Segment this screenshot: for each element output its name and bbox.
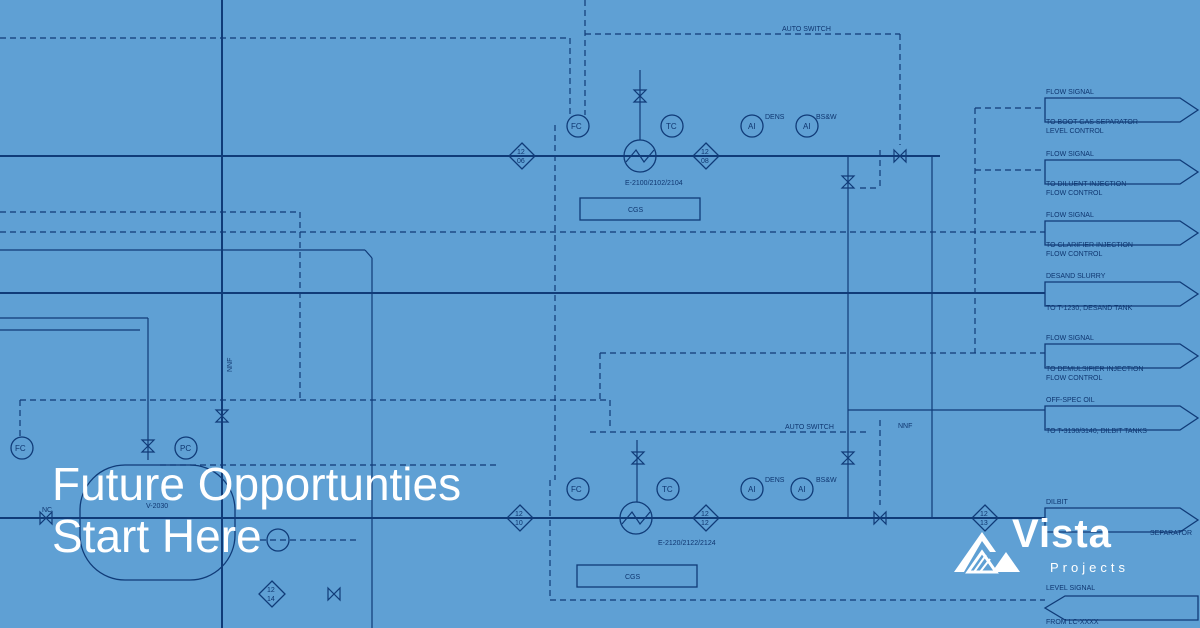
svg-text:TO DEMULSIFIER INJECTION: TO DEMULSIFIER INJECTION: [1046, 366, 1144, 373]
svg-text:TC: TC: [666, 122, 677, 131]
vista-projects-logo: Vista Projects: [952, 512, 1182, 580]
svg-text:FC: FC: [15, 444, 26, 453]
svg-text:FLOW SIGNAL: FLOW SIGNAL: [1046, 89, 1094, 96]
svg-text:NNF: NNF: [898, 423, 912, 430]
line-number-diamond-1208: 12 08: [692, 142, 720, 170]
svg-text:12: 12: [701, 511, 709, 518]
line-number-diamond-1212: 12 12: [692, 504, 720, 532]
flag-dilbit: DILBIT SEPARATOR: [1044, 499, 1200, 537]
svg-text:TO CLARIFIER INJECTION: TO CLARIFIER INJECTION: [1046, 242, 1133, 249]
line-number-diamond-1213: 12 13: [971, 504, 999, 532]
svg-text:TO BOOT GAS SEPARATOR: TO BOOT GAS SEPARATOR: [1046, 119, 1138, 126]
svg-text:FLOW SIGNAL: FLOW SIGNAL: [1046, 335, 1094, 342]
svg-text:06: 06: [517, 158, 525, 165]
svg-text:10: 10: [515, 520, 523, 527]
flag-boot-gas: FLOW SIGNAL TO BOOT GAS SEPARATOR LEVEL …: [1044, 89, 1200, 135]
exchanger-label-top: E-2100/2102/2104: [625, 180, 683, 187]
svg-text:FC: FC: [571, 122, 582, 131]
svg-text:FC: FC: [571, 485, 582, 494]
vista-mountain-logo-icon: [954, 532, 1020, 574]
svg-text:DENS: DENS: [765, 477, 785, 484]
svg-text:FLOW SIGNAL: FLOW SIGNAL: [1046, 212, 1094, 219]
flag-offspec: OFF-SPEC OIL TO T-3130/3140, DILBIT TANK…: [1044, 397, 1200, 435]
svg-text:FLOW CONTROL: FLOW CONTROL: [1046, 190, 1102, 197]
headline-line-1: Future Opportunties: [52, 458, 462, 510]
svg-text:TO DILUENT INJECTION: TO DILUENT INJECTION: [1046, 181, 1126, 188]
svg-text:BS&W: BS&W: [816, 477, 837, 484]
svg-text:V-2030: V-2030: [146, 503, 168, 510]
cgs-label-top: CGS: [628, 207, 644, 214]
svg-text:TC: TC: [662, 485, 673, 494]
svg-text:LEVEL CONTROL: LEVEL CONTROL: [1046, 128, 1104, 135]
exchanger-label-bottom: E-2120/2122/2124: [658, 540, 716, 547]
svg-text:FLOW CONTROL: FLOW CONTROL: [1046, 375, 1102, 382]
svg-text:BS&W: BS&W: [816, 114, 837, 121]
svg-text:TO T-1230, DESAND TANK: TO T-1230, DESAND TANK: [1046, 305, 1133, 312]
flag-desand: DESAND SLURRY TO T-1230, DESAND TANK: [1044, 273, 1200, 312]
svg-text:FLOW SIGNAL: FLOW SIGNAL: [1046, 151, 1094, 158]
line-number-diamond-1206: 12 06: [508, 142, 536, 170]
svg-text:TO T-3130/3140, DILBIT TANKS: TO T-3130/3140, DILBIT TANKS: [1046, 428, 1147, 435]
svg-text:AI: AI: [798, 485, 806, 494]
svg-text:12: 12: [515, 511, 523, 518]
svg-text:AI: AI: [803, 122, 811, 131]
svg-text:DESAND SLURRY: DESAND SLURRY: [1046, 273, 1106, 280]
cgs-label-bottom: CGS: [625, 574, 641, 581]
flag-demulsifier: FLOW SIGNAL TO DEMULSIFIER INJECTION FLO…: [1044, 335, 1200, 382]
svg-text:12: 12: [517, 149, 525, 156]
svg-text:AI: AI: [748, 122, 756, 131]
svg-text:NNF: NNF: [227, 358, 234, 372]
svg-text:PC: PC: [180, 444, 191, 453]
headline: Future Opportunties Start Here: [52, 458, 461, 562]
svg-text:DENS: DENS: [765, 114, 785, 121]
svg-text:FROM LC-XXXX: FROM LC-XXXX: [1046, 619, 1099, 626]
svg-text:13: 13: [980, 520, 988, 527]
svg-text:08: 08: [701, 158, 709, 165]
flag-clarifier: FLOW SIGNAL TO CLARIFIER INJECTION FLOW …: [1044, 212, 1200, 258]
svg-text:12: 12: [701, 520, 709, 527]
svg-text:LEVEL SIGNAL: LEVEL SIGNAL: [1046, 585, 1095, 592]
svg-text:12: 12: [980, 511, 988, 518]
auto-switch-label-mid: AUTO SWITCH: [785, 424, 834, 431]
svg-text:DILBIT: DILBIT: [1046, 499, 1069, 506]
headline-line-2: Start Here: [52, 510, 262, 562]
svg-text:SEPARATOR: SEPARATOR: [1150, 530, 1192, 537]
svg-text:12: 12: [267, 587, 275, 594]
svg-text:FLOW CONTROL: FLOW CONTROL: [1046, 251, 1102, 258]
svg-text:AI: AI: [748, 485, 756, 494]
line-number-diamond-1214: 12 14: [258, 580, 286, 608]
svg-text:OFF-SPEC OIL: OFF-SPEC OIL: [1046, 397, 1095, 404]
svg-text:14: 14: [267, 596, 275, 603]
svg-text:12: 12: [701, 149, 709, 156]
logo-word: Vista: [1012, 512, 1112, 556]
logo-sub: Projects: [1050, 560, 1129, 575]
line-number-diamond-1210: 12 10: [506, 504, 534, 532]
flag-level-signal: LEVEL SIGNAL FROM LC-XXXX: [1043, 585, 1199, 626]
auto-switch-label-top: AUTO SWITCH: [782, 26, 831, 33]
svg-text:NC: NC: [42, 507, 52, 514]
flag-diluent: FLOW SIGNAL TO DILUENT INJECTION FLOW CO…: [1044, 151, 1200, 197]
